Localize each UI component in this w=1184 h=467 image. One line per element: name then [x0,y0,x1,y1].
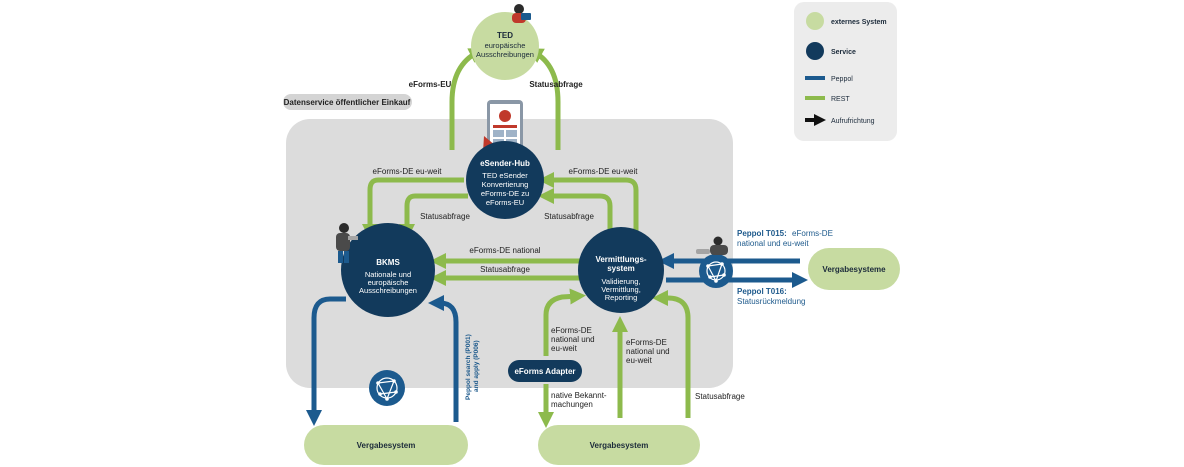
area-label: Datenservice öffentlicher Einkauf [284,98,411,107]
arrow-esender-to-bkms [361,177,464,241]
legend-external: externes System [831,19,887,26]
svg-text:Nationale und: Nationale und [365,270,411,279]
peppol-connections [305,252,809,427]
label-t015-line2: national und eu-weit [737,239,809,248]
svg-text:system: system [607,264,635,273]
svg-text:europäische: europäische [485,41,526,50]
label-adapter-in-3: eu-weit [551,344,578,353]
svg-text:TED eSender: TED eSender [482,171,528,180]
svg-text:Validierung,: Validierung, [601,277,640,286]
svg-text:TED: TED [497,31,513,40]
person-illustration-ted [512,4,531,23]
label-t016-text: Statusrückmeldung [737,297,805,306]
label-t015: Peppol T015: eForms-DE [737,229,833,238]
peppol-network-icon [699,254,733,288]
arrow-status-bottom [651,289,691,418]
svg-text:Ausschreibungen: Ausschreibungen [359,286,417,295]
arrow-bkms-to-vergabesystem [305,296,346,427]
svg-text:Vermittlungs-: Vermittlungs- [595,255,646,264]
svg-text:BKMS: BKMS [376,258,400,267]
svg-text:eForms-DE zu: eForms-DE zu [481,189,529,198]
label-eforms-eu: eForms-EU [409,80,452,89]
legend-rest: REST [831,96,850,103]
label-status-right: Statusabfrage [544,212,594,221]
svg-text:eForms-EU: eForms-EU [486,198,524,207]
svg-text:Vergabesystem: Vergabesystem [357,441,416,450]
bkms-node[interactable]: BKMS Nationale und europäische Ausschrei… [341,223,435,317]
label-de-national: eForms-DE national [469,246,540,255]
person-illustration-peppol [696,236,728,255]
arrow-peppol-search [427,294,459,422]
svg-text:europäische: europäische [368,278,409,287]
svg-text:eForms Adapter: eForms Adapter [514,367,575,376]
svg-text:Vergabesysteme: Vergabesysteme [822,265,886,274]
label-adapter-in-1: eForms-DE [551,326,592,335]
legend-service: Service [831,49,856,56]
label-peppol-search-2: and apply (P006) [473,340,480,392]
ted-node[interactable]: TED europäische Ausschreibungen [471,12,539,80]
legend-peppol-swatch [805,76,825,80]
label-middle-1: eForms-DE [626,338,667,347]
legend-call: Aufrufrichtung [831,118,875,125]
label-native-1: native Bekannt- [551,391,607,400]
arrow-ted-status [526,48,561,150]
svg-text:Vermittlung,: Vermittlung, [601,285,641,294]
legend-rest-swatch [805,96,825,100]
legend: externes System Service Peppol REST Aufr… [794,2,897,141]
svg-text:Ausschreibungen: Ausschreibungen [476,50,534,59]
svg-text:Reporting: Reporting [605,293,638,302]
label-status-mid: Statusabfrage [480,265,530,274]
label-adapter-in-2: national und [551,335,595,344]
label-statusabfrage-top: Statusabfrage [529,80,583,89]
legend-external-swatch [806,12,824,30]
label-status-bottom: Statusabfrage [695,392,745,401]
label-status-left: Statusabfrage [420,212,470,221]
label-native-2: machungen [551,400,593,409]
label-de-euweit-right: eForms-DE eu-weit [569,167,639,176]
label-middle-3: eu-weit [626,356,653,365]
legend-service-swatch [806,42,824,60]
area-label-pill [283,94,412,110]
vergabesysteme-node[interactable]: Vergabesysteme [808,248,900,290]
svg-text:Vergabesystem: Vergabesystem [590,441,649,450]
label-middle-2: national und [626,347,670,356]
svg-text:Konvertierung: Konvertierung [482,180,529,189]
arrow-adapter-to-vermittlung [543,288,586,356]
arrow-bkms-status [398,193,468,241]
arrow-vermittlung-status-esender [537,187,613,240]
vergabesystem-right-node[interactable]: Vergabesystem [538,425,700,465]
legend-peppol: Peppol [831,76,853,83]
esender-hub-node[interactable]: eSender-Hub TED eSender Konvertierung eF… [466,141,544,219]
arrow-vermittlung-to-esender [537,171,639,238]
label-t016-code: Peppol T016: [737,287,787,296]
label-de-euweit-left: eForms-DE eu-weit [373,167,443,176]
rest-connections [361,48,691,429]
person-illustration-bkms [336,223,358,263]
peppol-network-icon-bottom [369,370,405,406]
vergabesystem-left-node[interactable]: Vergabesystem [304,425,468,465]
eforms-adapter-node[interactable]: eForms Adapter [508,360,582,382]
label-peppol-search-1: Peppol search (P001) [465,334,472,400]
vermittlungssystem-node[interactable]: Vermittlungs- system Validierung, Vermit… [578,227,664,313]
svg-text:eSender-Hub: eSender-Hub [480,159,530,168]
